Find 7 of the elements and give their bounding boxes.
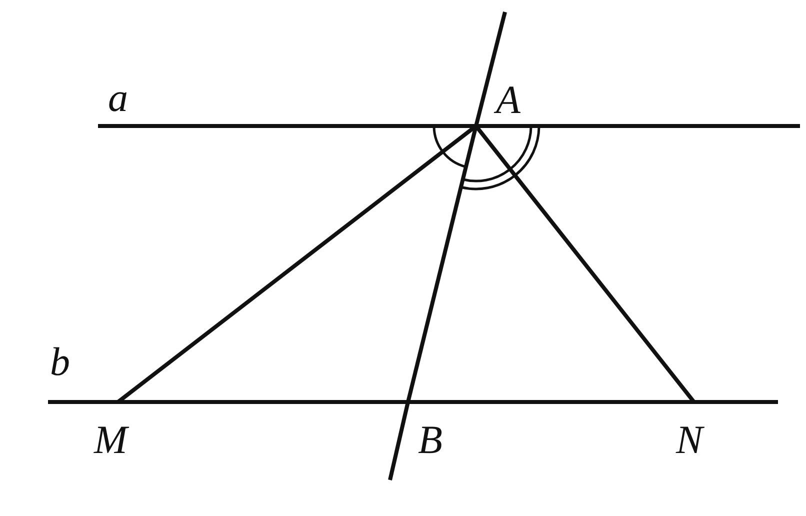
line-label: a [108, 78, 128, 118]
point-label: N [676, 420, 703, 460]
point-label: M [94, 420, 128, 460]
point-label: A [496, 80, 520, 120]
point-label: B [418, 420, 442, 460]
line-segment [406, 126, 478, 402]
line-label: b [50, 342, 70, 382]
